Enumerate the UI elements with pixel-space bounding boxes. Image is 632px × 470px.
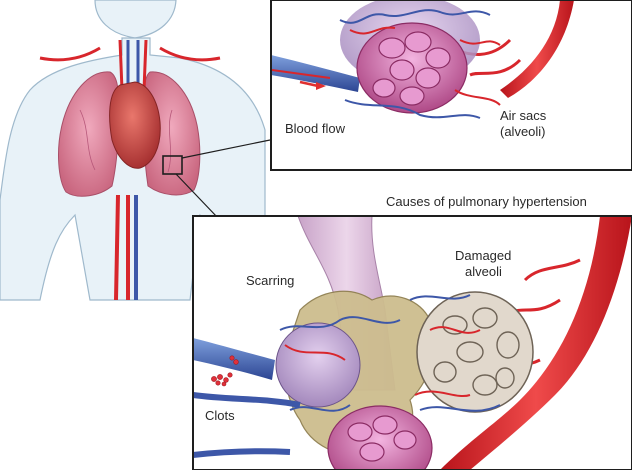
lungs bbox=[58, 71, 201, 197]
callout-line-top bbox=[181, 139, 271, 159]
label-blood-flow: Blood flow bbox=[285, 121, 345, 136]
label-air-sacs: Air sacs bbox=[500, 108, 547, 123]
label-clots: Clots bbox=[205, 408, 235, 423]
lung-detail-marker bbox=[162, 155, 183, 175]
label-damaged: Damaged bbox=[455, 248, 512, 263]
label-damaged-alveoli: alveoli bbox=[465, 264, 502, 279]
healthy-alveoli-detail bbox=[270, 0, 632, 171]
callout-line-bottom bbox=[175, 173, 219, 219]
causes-title: Causes of pulmonary hypertension bbox=[386, 194, 587, 209]
label-alveoli: (alveoli) bbox=[500, 124, 546, 139]
body-silhouette bbox=[0, 0, 266, 301]
heart bbox=[109, 81, 161, 169]
label-scarring: Scarring bbox=[246, 273, 295, 288]
causes-detail bbox=[192, 215, 632, 470]
